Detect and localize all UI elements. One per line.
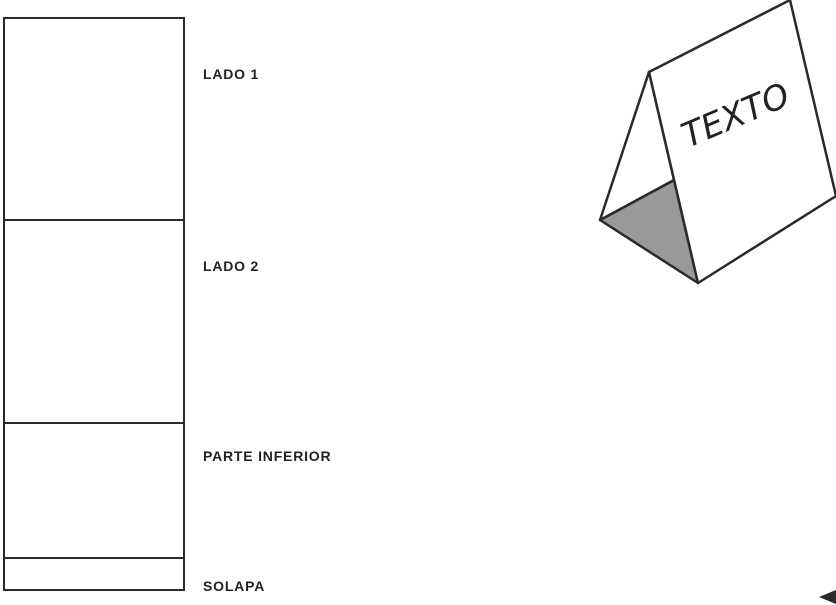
panel-lado-1: [3, 17, 185, 221]
tent-front-text: TEXTO: [676, 75, 796, 156]
tent-front-face: [647, 0, 836, 285]
label-solapa: SOLAPA: [203, 578, 266, 594]
panel-solapa: [3, 557, 185, 591]
panel-lado-2: [3, 219, 185, 424]
label-lado-2: LADO 2: [203, 258, 260, 274]
arrow-left-icon: [819, 590, 836, 604]
label-lado-1: LADO 1: [203, 66, 260, 82]
tent-back-face: [598, 70, 676, 222]
label-parte-inferior: PARTE INFERIOR: [203, 448, 332, 464]
panel-parte-inferior: [3, 422, 185, 559]
tent-shaded-base: [598, 178, 700, 285]
